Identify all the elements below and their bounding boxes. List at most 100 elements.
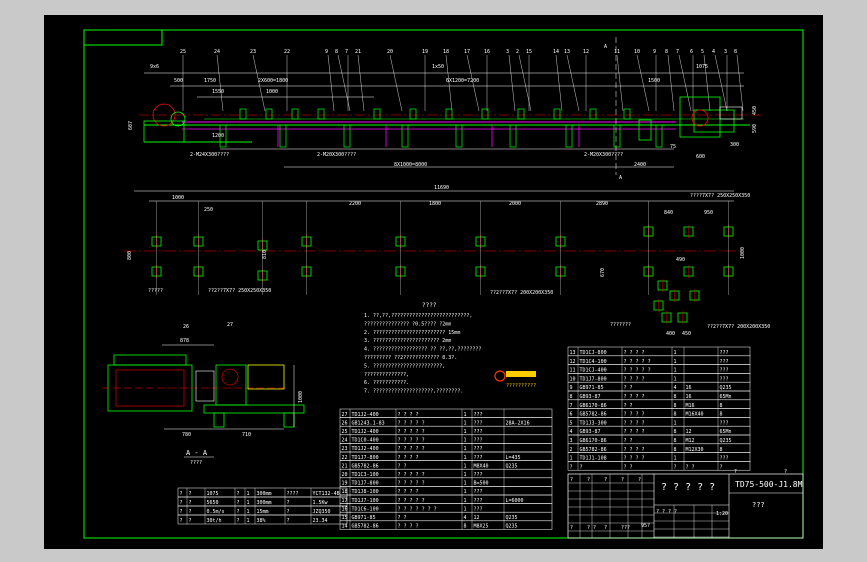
dim-plan-1000b: 1000: [740, 247, 746, 259]
section-a-a: 26 27 878 1000 780 710 A - A ????: [102, 322, 305, 466]
table-cell: ? ? ? ? ?: [398, 446, 425, 452]
tech-note-line: 5. ???????????????????????,: [364, 363, 445, 369]
table-cell: ? ? ? ? ?: [398, 438, 425, 444]
table-cell: 8: [674, 394, 677, 400]
tech-note-line: 3. ?????????????????????? 2mm: [364, 338, 451, 344]
table-cell: 13: [570, 350, 576, 356]
dim-1750: 1750: [204, 78, 216, 84]
support-leg: [613, 124, 621, 148]
foundation-plan: 11690 1000 250 2200 1800 2000 2890 840 9…: [124, 185, 770, 337]
table-cell: 17: [342, 498, 348, 504]
tail-pulley: [152, 103, 176, 127]
weight-label: 95?: [641, 523, 650, 529]
table-cell: 8: [720, 447, 723, 453]
table-cell: 8: [464, 524, 467, 530]
table-cell: ???: [474, 498, 483, 504]
tech-note-line: ??????????????,: [364, 372, 409, 378]
table-cell: TD1CJ-800: [580, 350, 607, 356]
title-block-cell: ?: [570, 477, 573, 483]
table-cell: TD1J8-100: [352, 489, 379, 495]
table-cell: ? ?: [686, 464, 695, 470]
table-cell: ?: [720, 464, 723, 470]
table-cell: ???: [720, 368, 729, 374]
table-cell: ?: [580, 464, 583, 470]
table-cell: 1: [247, 518, 250, 524]
table-cell: ? ?: [624, 438, 633, 444]
dim-780: 780: [182, 432, 191, 438]
table-cell: GB971-85: [580, 385, 604, 391]
table-cell: Q235: [720, 438, 732, 444]
dim-2890: 2890: [596, 201, 608, 207]
table-cell: 1: [247, 500, 250, 506]
dim-950: 950: [704, 210, 713, 216]
table-cell: Q235: [506, 524, 518, 530]
table-cell: 38%: [257, 518, 266, 524]
table-cell: ? ? ? ? ?: [398, 472, 425, 478]
table-cell: ???: [720, 376, 729, 382]
idler-rollers: [239, 108, 631, 120]
dim-plan-450: 450: [682, 331, 691, 337]
table-cell: 9: [570, 385, 573, 391]
dim-1075: 1075: [696, 64, 708, 70]
table-cell: 1075: [207, 491, 219, 497]
table-cell: 8: [674, 412, 677, 418]
table-cell: 1: [674, 420, 677, 426]
table-cell: Q235: [720, 385, 732, 391]
dim-1800: 1800: [429, 201, 441, 207]
title-block-cell: ? ?: [587, 525, 596, 531]
support-leg: [219, 124, 227, 148]
table-cell: ???: [474, 472, 483, 478]
support-leg: [655, 124, 663, 148]
drawing-scale: 1:20: [716, 511, 728, 517]
table-cell: ???: [474, 489, 483, 495]
table-cell: 12: [474, 515, 480, 521]
table-cell: ?: [237, 491, 240, 497]
table-cell: ???: [474, 420, 483, 426]
part-number-label: 14: [553, 49, 559, 55]
table-cell: ???: [474, 438, 483, 444]
drawing-border: [83, 29, 804, 539]
part-number-label: 13: [564, 49, 570, 55]
table-cell: 16: [342, 506, 348, 512]
table-cell: ? ?: [624, 385, 633, 391]
table-cell: ?: [237, 509, 240, 515]
table-cell: Q235: [506, 463, 518, 469]
part-number-label: 15: [526, 49, 532, 55]
table-cell: ? ? ? ?: [398, 455, 419, 461]
table-cell: ?: [180, 491, 183, 497]
table-cell: ? ? ? ?: [398, 489, 419, 495]
dim-2x600: 2X600=1800: [258, 78, 288, 84]
label-foundation-left: ?????: [148, 288, 163, 294]
table-cell: 23.34: [313, 518, 328, 524]
table-cell: ? ? ? ?: [624, 376, 645, 382]
table-cell: 12: [686, 429, 692, 435]
dim-300: 300: [730, 142, 739, 148]
idler-roller: [445, 108, 453, 120]
title-block-label-right: ?: [784, 469, 787, 475]
table-cell: ?: [287, 500, 290, 506]
table-cell: ????: [287, 491, 299, 497]
table-cell: 7: [570, 403, 573, 409]
table-cell: ?: [180, 509, 183, 515]
notes-heading: ????: [422, 302, 437, 309]
table-cell: 8: [674, 438, 677, 444]
part-number-label: 11: [614, 49, 620, 55]
table-cell: 28A-2X16: [506, 420, 530, 426]
part-number-label: 20: [387, 49, 393, 55]
section-mark-top: A: [604, 44, 607, 50]
label-foundation-right: ??2??7X7? 200X200X350: [707, 324, 770, 330]
tech-note-line: ??????????????? ?0.5???? ?2mm: [364, 321, 451, 327]
table-cell: 30t/h: [207, 518, 222, 524]
table-cell: 300mm: [257, 491, 272, 497]
part-number-label: 6: [690, 49, 693, 55]
title-block-cell: ???: [621, 525, 630, 531]
table-cell: ? ? ? ? ? ? ?: [398, 506, 437, 512]
table-cell: M8X40: [474, 463, 489, 469]
drawing-subtitle: ???: [752, 501, 765, 509]
idler-roller: [317, 108, 325, 120]
dim-878: 878: [180, 338, 189, 344]
table-cell: ? ? ? ? ?: [624, 359, 651, 365]
table-cell: ???: [720, 359, 729, 365]
